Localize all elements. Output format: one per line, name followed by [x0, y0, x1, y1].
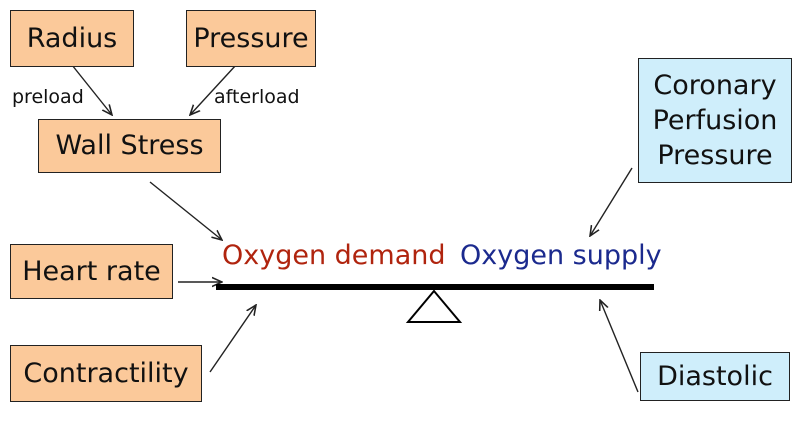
arrow-pressure-to-wall-stress — [190, 64, 237, 115]
heart-rate-box: Heart rate — [10, 244, 173, 299]
coronary-perfusion-pressure-box: Coronary Perfusion Pressure — [638, 58, 792, 183]
diastolic-box: Diastolic — [640, 352, 790, 401]
wall-stress-box: Wall Stress — [38, 119, 221, 173]
contractility-box: Contractility — [10, 345, 202, 402]
oxygen-supply-label: Oxygen supply — [460, 240, 662, 271]
coronary-line-3: Pressure — [657, 140, 773, 172]
coronary-line-1: Coronary — [653, 69, 777, 101]
arrow-contractility-to-demand — [209, 305, 256, 373]
afterload-label: afterload — [214, 86, 300, 108]
coronary-line-2: Perfusion — [652, 104, 778, 136]
oxygen-demand-label: Oxygen demand — [222, 240, 446, 271]
arrow-diastolic-to-supply — [600, 300, 639, 393]
arrow-wall-stress-to-demand — [149, 181, 222, 240]
arrow-coronary-to-supply — [590, 167, 633, 236]
radius-box: Radius — [10, 10, 134, 67]
preload-label: preload — [12, 86, 84, 108]
balance-fulcrum — [405, 289, 463, 323]
pressure-box: Pressure — [186, 10, 316, 67]
arrow-radius-to-wall-stress — [71, 64, 112, 115]
